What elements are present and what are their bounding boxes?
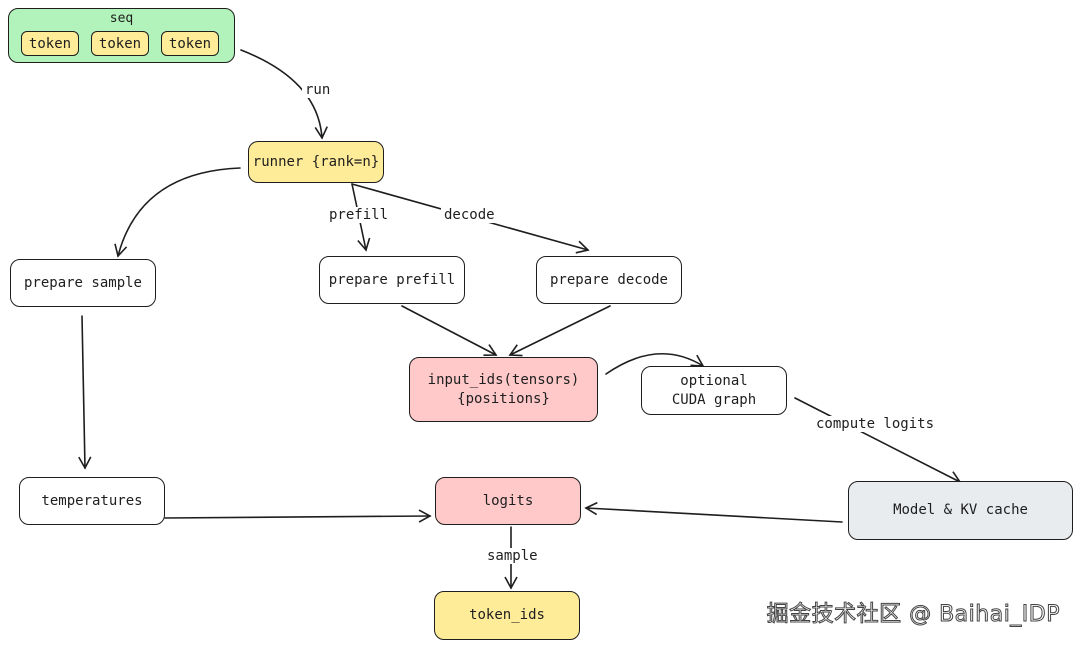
edge-label-run: run [302, 82, 334, 98]
model-kv-cache-node: Model & KV cache [848, 481, 1073, 540]
seq-label: seq [109, 11, 134, 26]
input-ids-node: input_ids(tensors) {positions} [409, 357, 598, 422]
edge-label-decode: decode [441, 207, 498, 223]
token-box: token [161, 31, 219, 56]
input-ids-line1: input_ids(tensors) [427, 371, 580, 388]
token-box: token [21, 31, 79, 56]
seq-group: seq token token token [8, 8, 235, 63]
edge-input-cuda [605, 352, 705, 375]
prepare-decode-node: prepare decode [536, 256, 682, 304]
edge-decode-input [508, 305, 611, 357]
edge-cuda-model [794, 397, 962, 484]
prepare-sample-node: prepare sample [10, 259, 156, 307]
runner-node: runner {rank=n} [248, 141, 384, 183]
edge-temperatures-logits [164, 509, 432, 523]
edge-label-prefill: prefill [326, 207, 392, 223]
cuda-graph-node: optional CUDA graph [641, 366, 787, 415]
prepare-prefill-node: prepare prefill [319, 256, 465, 304]
edge-prefill-input [401, 305, 498, 357]
edge-label-sample: sample [484, 548, 541, 564]
edge-label-compute-logits: compute logits [813, 416, 938, 432]
edge-runner-prepare-sample [114, 167, 241, 258]
token-ids-node: token_ids [434, 591, 580, 640]
edge-model-logits [584, 501, 843, 523]
cuda-graph-line1: optional [680, 372, 748, 389]
token-box: token [91, 31, 149, 56]
edge-seq-runner [240, 49, 328, 140]
cuda-graph-line2: CUDA graph [671, 391, 757, 408]
edge-sample-temperatures [78, 315, 92, 470]
logits-node: logits [435, 477, 581, 525]
temperatures-node: temperatures [19, 477, 165, 525]
input-ids-line2: {positions} [457, 390, 550, 407]
watermark: 掘金技术社区 @ Baihai_IDP [766, 602, 1060, 628]
